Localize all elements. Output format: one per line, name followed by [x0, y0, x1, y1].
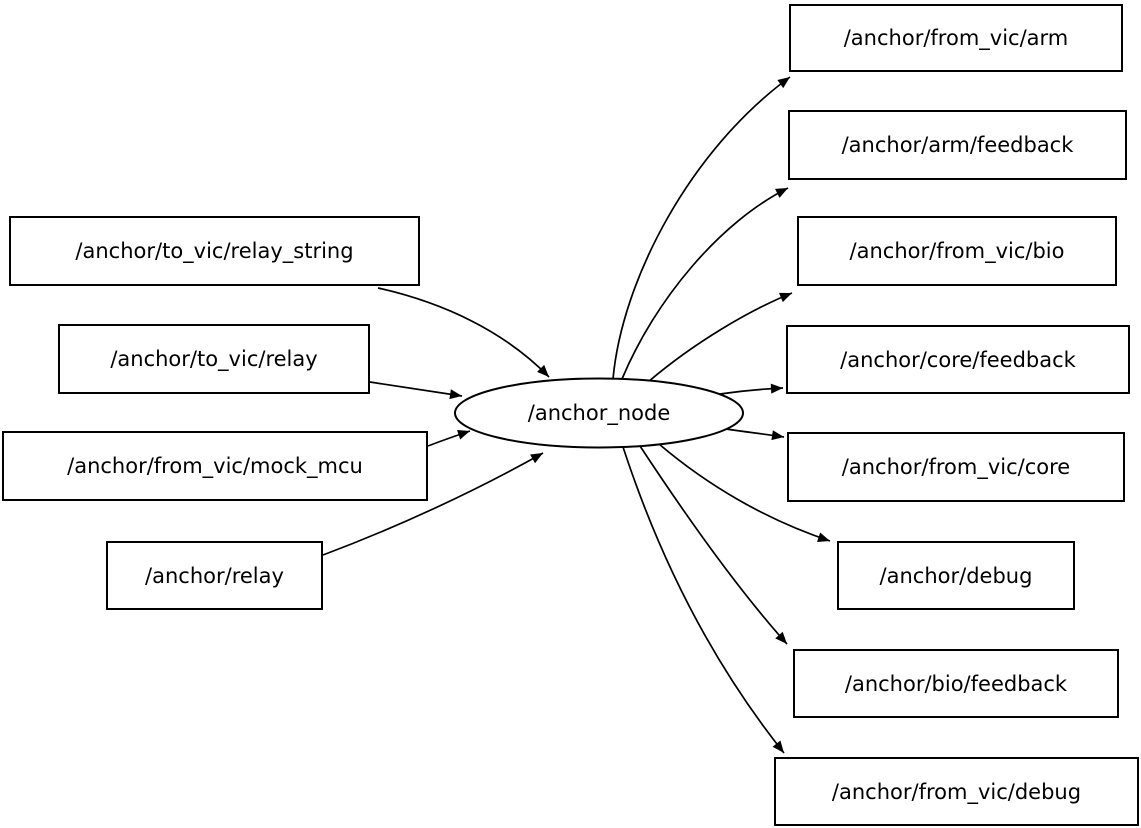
edge-node-to-debug — [658, 443, 831, 542]
topic-box-to-vic-relay-string: /anchor/to_vic/relay_string — [9, 216, 420, 286]
edge-node-to-from-vic-core — [725, 428, 785, 441]
topic-label: /anchor/from_vic/arm — [843, 26, 1069, 50]
topic-label: /anchor/bio/feedback — [844, 671, 1068, 696]
edge-to-vic-relay-to-node — [369, 381, 463, 400]
topic-label: /anchor/core/feedback — [840, 347, 1076, 372]
topic-label: /anchor/from_vic/core — [841, 455, 1071, 479]
topic-label: /anchor/from_vic/debug — [831, 779, 1082, 804]
edge-from-vic-mock-mcu-to-node — [427, 430, 471, 447]
edge-node-to-from-vic-bio — [647, 292, 793, 383]
topic-box-from-vic-core: /anchor/from_vic/core — [787, 432, 1125, 502]
topic-label: /anchor/to_vic/relay — [110, 347, 318, 371]
topic-label: /anchor/debug — [879, 563, 1033, 588]
edge-to-vic-relay-string-to-node — [377, 287, 550, 378]
anchor-node-ellipse — [454, 377, 744, 449]
topic-box-from-vic-arm: /anchor/from_vic/arm — [789, 4, 1123, 72]
edge-node-to-from-vic-debug — [622, 446, 785, 754]
topic-label: /anchor/to_vic/relay_string — [75, 239, 354, 263]
topic-box-from-vic-bio: /anchor/from_vic/bio — [797, 216, 1117, 286]
edge-relay-to-node — [322, 452, 544, 556]
edge-node-to-core-feedback — [719, 383, 784, 395]
edge-node-to-from-vic-arm — [612, 76, 791, 380]
topic-label: /anchor/from_vic/mock_mcu — [67, 454, 363, 478]
topic-box-relay: /anchor/relay — [106, 541, 323, 610]
topic-box-core-feedback: /anchor/core/feedback — [786, 325, 1130, 394]
topic-box-from-vic-debug: /anchor/from_vic/debug — [774, 757, 1139, 826]
topic-box-arm-feedback: /anchor/arm/feedback — [788, 110, 1127, 180]
topic-box-to-vic-relay: /anchor/to_vic/relay — [58, 324, 370, 394]
edge-node-to-bio-feedback — [639, 445, 788, 645]
topic-label: /anchor/from_vic/bio — [849, 239, 1065, 263]
topic-box-bio-feedback: /anchor/bio/feedback — [793, 649, 1119, 718]
topic-label: /anchor/arm/feedback — [841, 133, 1074, 157]
edge-node-to-arm-feedback — [621, 187, 789, 380]
topic-box-from-vic-mock-mcu: /anchor/from_vic/mock_mcu — [2, 431, 428, 501]
topic-box-debug: /anchor/debug — [837, 541, 1075, 610]
topic-label: /anchor/relay — [145, 563, 284, 588]
